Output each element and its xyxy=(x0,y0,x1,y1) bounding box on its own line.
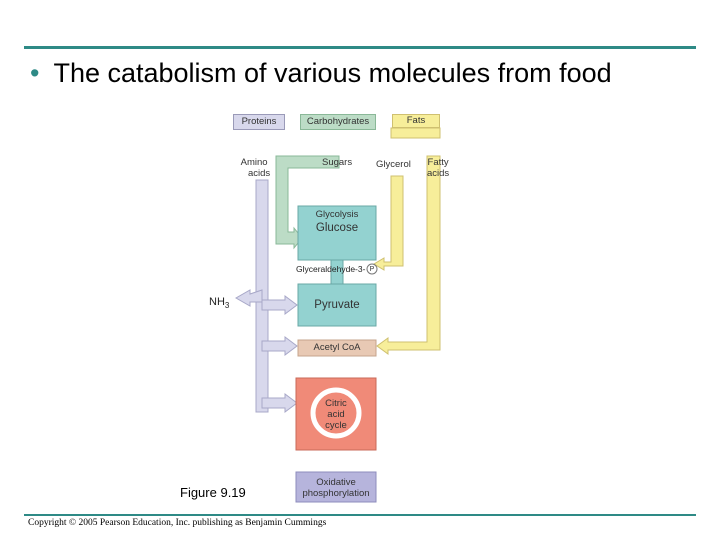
acetyl-coa-label: Acetyl CoA xyxy=(313,342,361,353)
fatty-acids-line-1: Fatty xyxy=(427,157,449,168)
citric-cycle-label: Citric acid cycle xyxy=(296,398,376,431)
glucose-label: Glucose xyxy=(315,222,359,234)
citric-cycle-ring xyxy=(310,387,362,439)
carbohydrates-box: Carbohydrates xyxy=(300,114,376,130)
figure-label: Figure 9.19 xyxy=(180,485,246,500)
slide-title: • The catabolism of various molecules fro… xyxy=(30,58,612,89)
slide-title-text: The catabolism of various molecules from… xyxy=(53,58,612,88)
amino-acids-line-2: acids xyxy=(248,168,271,179)
bullet-icon: • xyxy=(30,58,40,88)
citric-line-2: acid xyxy=(327,409,345,420)
glycolysis-box xyxy=(297,205,377,261)
oxphos-box xyxy=(295,471,377,503)
fatty-acids-line-2: acids xyxy=(427,168,450,179)
pyruvate-box xyxy=(297,283,377,327)
top-rule xyxy=(24,46,696,49)
g3p-label: Glyceraldehyde-3- xyxy=(296,264,366,274)
phosphate-circle xyxy=(366,263,378,275)
phosphate-label: P xyxy=(369,266,375,273)
proteins-box: Proteins xyxy=(233,114,285,130)
amino-acids-label: Amino acids xyxy=(238,157,271,179)
nh3-label: NH3 xyxy=(209,297,229,311)
nh3-subscript: 3 xyxy=(224,301,230,311)
arrow-amino-to-acetyl xyxy=(261,336,298,356)
sugars-label: Sugars xyxy=(322,157,353,168)
glycerol-label: Glycerol xyxy=(376,159,411,170)
glycolysis-label: Glycolysis xyxy=(315,209,359,220)
citric-line-1: Citric xyxy=(325,398,347,409)
fats-connector xyxy=(390,127,441,139)
nh3-text: NH xyxy=(209,296,225,308)
fats-box: Fats xyxy=(392,114,440,128)
oxphos-line-2: phosphorylation xyxy=(302,488,370,499)
fatty-acids-label: Fatty acids xyxy=(427,157,449,179)
oxphos-label: Oxidative phosphorylation xyxy=(294,477,378,499)
fatty-acids-path xyxy=(376,155,441,355)
amino-acids-line-1: Amino xyxy=(240,157,268,168)
arrow-to-nh3 xyxy=(234,289,263,307)
bottom-rule xyxy=(24,514,696,516)
pyruvate-label: Pyruvate xyxy=(314,299,360,311)
arrow-amino-to-citric xyxy=(261,393,298,413)
oxphos-line-1: Oxidative xyxy=(316,477,356,488)
copyright-text: Copyright © 2005 Pearson Education, Inc.… xyxy=(28,518,327,528)
glycerol-path xyxy=(373,175,404,271)
arrow-amino-to-pyruvate xyxy=(261,295,298,315)
citric-line-3: cycle xyxy=(325,420,347,431)
acetyl-coa-box xyxy=(297,339,377,357)
